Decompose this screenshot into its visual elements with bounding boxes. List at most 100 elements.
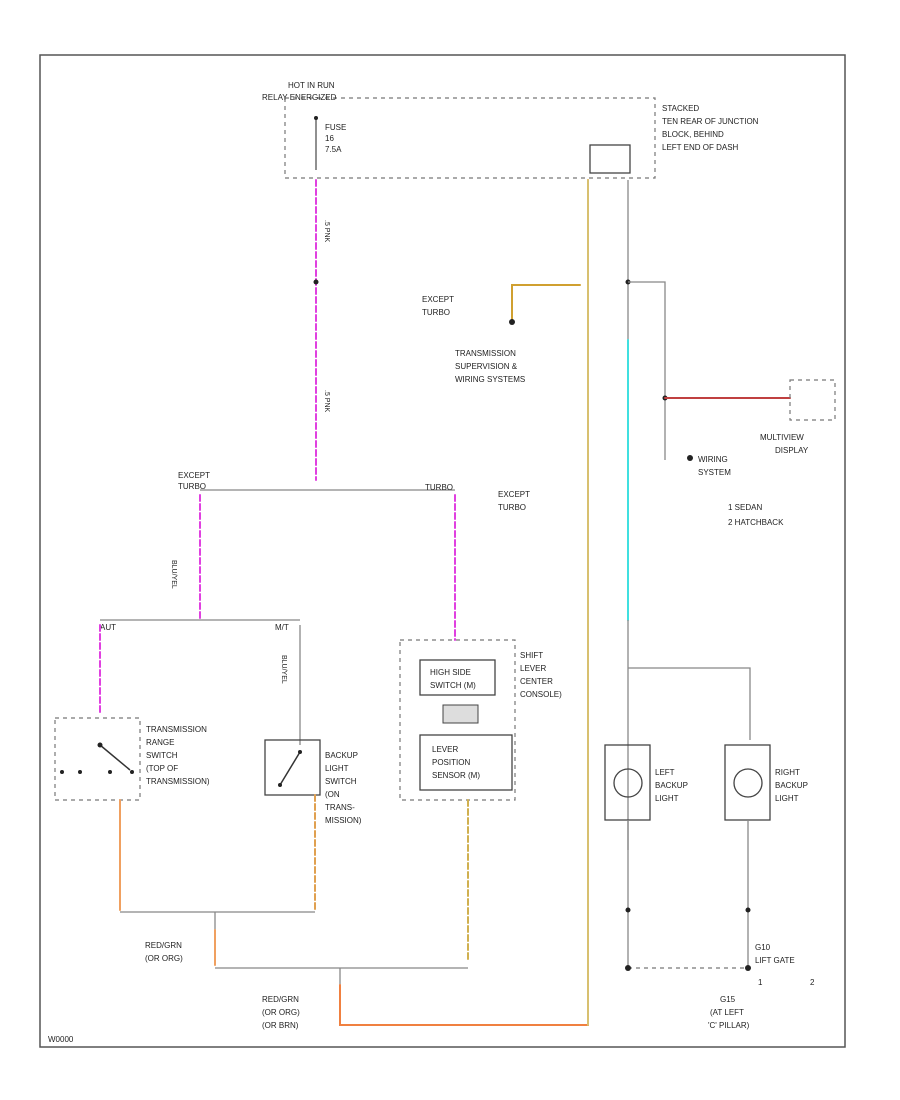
lp-label-2: POSITION (432, 758, 470, 767)
high-side-switch (419, 659, 496, 696)
sl-label-2: LEVER (520, 664, 546, 673)
diagram-border (39, 54, 846, 1048)
trans-label-1: TRANSMISSION (455, 349, 516, 358)
except-turbo-mid: EXCEPT (498, 490, 530, 499)
hot-in-run-label: HOT IN RUN (288, 81, 335, 90)
except-turbo-left-label: EXCEPT (178, 471, 210, 480)
redgrn-label-1: RED/GRN (145, 941, 182, 950)
trs-contact-1 (60, 770, 64, 774)
fuse-number: 16 (325, 134, 334, 143)
except-turbo-top-label: EXCEPT (422, 295, 454, 304)
except-turbo-mid-2: TURBO (498, 503, 526, 512)
multiview-label-1: MULTIVIEW (760, 433, 804, 442)
relay-energized-label: RELAY ENERGIZED (262, 93, 337, 102)
lp-label-3: SENSOR (M) (432, 771, 480, 780)
ground-node-left (625, 907, 631, 913)
except-turbo-left-label-2: TURBO (178, 482, 206, 491)
junction-label-2: TEN REAR OF JUNCTION (662, 117, 759, 126)
gray-branch-multi (628, 281, 666, 460)
g1-label-4: 2 (810, 978, 815, 987)
lp-label-1: LEVER (432, 745, 458, 754)
g2-label-3: 'C' PILLAR) (708, 1021, 750, 1030)
junction-block-outline (284, 97, 656, 179)
sl-label-1: SHIFT (520, 651, 543, 660)
light-bus (628, 667, 751, 740)
bls-label-3: SWITCH (325, 777, 357, 786)
multiview-outline (789, 379, 836, 421)
trs-label-5: TRANSMISSION) (146, 777, 210, 786)
multiview-label-2: DISPLAY (775, 446, 809, 455)
right-light-label-1: RIGHT (775, 768, 800, 777)
junction-label-4: LEFT END OF DASH (662, 143, 739, 152)
fuse-top-node (314, 116, 318, 120)
right-light-label-2: BACKUP (775, 781, 808, 790)
wiring-system-label-1: WIRING (698, 455, 728, 464)
right-backup-light-icon (733, 768, 763, 798)
mt-label: M/T (275, 623, 289, 632)
wire-size-2: .5 PNK (323, 390, 330, 413)
trs-label-4: (TOP OF (146, 764, 178, 773)
trans-label-2: SUPERVISION & (455, 362, 518, 371)
redgrn-b3: (OR BRN) (262, 1021, 299, 1030)
ground-node-br (745, 965, 751, 971)
wiring-system-label-2: SYSTEM (698, 468, 731, 477)
sl-label-4: CONSOLE) (520, 690, 562, 699)
trs-contact-3 (108, 770, 112, 774)
bls-label-1: BACKUP (325, 751, 358, 760)
hs-label-1: HIGH SIDE (430, 668, 471, 677)
trans-label-3: WIRING SYSTEMS (455, 375, 525, 384)
junction-label-1: STACKED (662, 104, 699, 113)
console-outline (399, 639, 516, 801)
tan-branch (511, 284, 581, 321)
trs-outline (54, 717, 141, 801)
bls-contact (298, 750, 302, 754)
ground-node-bl (625, 965, 631, 971)
redgrn-b1: RED/GRN (262, 995, 299, 1004)
bls-pivot (278, 783, 282, 787)
bls-switch-arm (279, 751, 301, 786)
left-light-label-1: LEFT (655, 768, 675, 777)
left-light-label-3: LIGHT (655, 794, 679, 803)
sl-label-3: CENTER (520, 677, 553, 686)
g2-label-1: G15 (720, 995, 736, 1004)
g1-label-2: LIFT GATE (755, 956, 795, 965)
bls-box (264, 739, 321, 796)
lever-position-sensor (419, 734, 513, 791)
bls-label-5: TRANS- (325, 803, 355, 812)
bls-label-6: MISSION) (325, 816, 362, 825)
footer-code: W0000 (48, 1035, 74, 1044)
left-backup-light-icon (613, 768, 643, 798)
trs-contact-4 (130, 770, 134, 774)
wire-left-label: BLU/YEL (170, 560, 177, 589)
aut-label: AUT (100, 623, 116, 632)
relay-box (589, 144, 631, 174)
g1-label-3: 1 (758, 978, 763, 987)
connector-block (442, 704, 479, 724)
wire-size-1: .5 PNK (323, 220, 330, 243)
splice-node-1 (313, 279, 319, 285)
redgrn-label-2: (OR ORG) (145, 954, 183, 963)
trs-label-3: SWITCH (146, 751, 178, 760)
turbo-label: TURBO (425, 483, 453, 492)
trs-pivot (97, 742, 103, 748)
ground-node-right (745, 907, 751, 913)
legend-hatchback: 2 HATCHBACK (728, 518, 784, 527)
trans-node (509, 319, 515, 325)
hs-label-2: SWITCH (M) (430, 681, 476, 690)
mt-wire-label: BLU/YEL (280, 655, 287, 684)
trs-label-2: RANGE (146, 738, 174, 747)
trs-switch-arm (99, 744, 131, 771)
g1-label-1: G10 (755, 943, 771, 952)
orange-return-wire (339, 179, 589, 1026)
trs-label-1: TRANSMISSION (146, 725, 207, 734)
except-turbo-top-label-2: TURBO (422, 308, 450, 317)
right-backup-light-box (724, 744, 771, 821)
right-light-label-3: LIGHT (775, 794, 799, 803)
bls-label-4: (ON (325, 790, 340, 799)
redgrn-b2: (OR ORG) (262, 1008, 300, 1017)
wiring-system-node (687, 455, 693, 461)
trs-contact-2 (78, 770, 82, 774)
left-light-label-2: BACKUP (655, 781, 688, 790)
fuse-amperage: 7.5A (325, 145, 342, 154)
